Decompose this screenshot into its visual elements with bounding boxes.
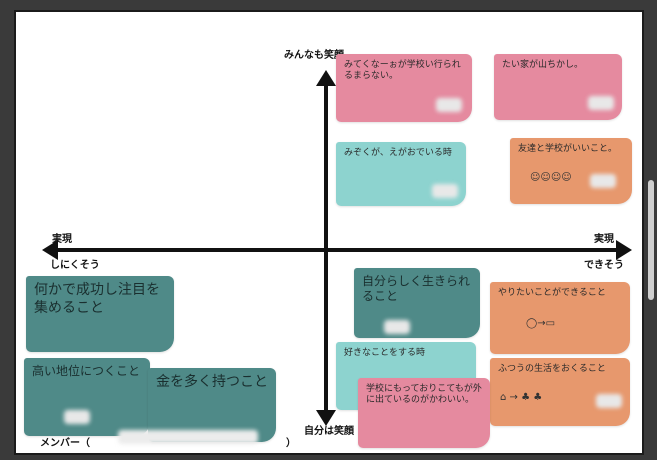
sticky-note-text: 学校にもっておりこてもが外に出ているのがかわいい。 xyxy=(366,384,482,406)
redacted-mark xyxy=(64,410,90,424)
redacted-mark xyxy=(590,174,616,188)
sticky-note: ふつうの生活をおくること ⌂ → ♣ ♣ xyxy=(490,358,630,426)
axis-label-left-line2: しにくそう xyxy=(50,260,100,271)
redacted-mark xyxy=(436,98,462,112)
arrow-up-icon xyxy=(316,70,336,86)
sticky-note: たい家が山ちかし。 xyxy=(494,54,622,120)
sticky-note-text: みぞくが、えがおでいる時 xyxy=(344,148,452,158)
doodle-icon: ⌂ → ♣ ♣ xyxy=(500,392,543,403)
sticky-note-text: 金を多く持つこと xyxy=(156,374,268,390)
sticky-note-text: ふつうの生活をおくること xyxy=(498,364,606,374)
sticky-note: 友達と学校がいいこと。 ☺☺☺☺ xyxy=(510,138,632,204)
scrollbar-thumb[interactable] xyxy=(648,180,654,300)
sticky-note: 金を多く持つこと xyxy=(148,368,276,442)
sticky-note-text: 友達と学校がいいこと。 xyxy=(518,144,618,154)
sticky-note-text: 高い地位につくこと xyxy=(32,364,141,378)
axis-label-right-line2: できそう xyxy=(584,260,624,271)
redacted-mark xyxy=(596,394,622,408)
arrow-right-icon xyxy=(616,240,632,260)
worksheet: みんなも笑顔 自分は笑顔 実現 しにくそう 実現 できそう みてくなーぉが学校い… xyxy=(14,10,644,455)
sticky-note-text: 好きなことをする時 xyxy=(344,348,426,358)
redacted-mark xyxy=(432,184,458,198)
sticky-note: 自分らしく生きられること xyxy=(354,268,480,338)
axis-label-top: みんなも笑顔 xyxy=(284,50,344,61)
redacted-mark xyxy=(588,96,614,110)
people-doodle-icon: ☺☺☺☺ xyxy=(530,172,572,183)
sticky-note: 何かで成功し注目を集めること xyxy=(26,276,174,352)
arrow-left-icon xyxy=(42,240,58,260)
sticky-note: やりたいことができること ◯→▭ xyxy=(490,282,630,354)
sticky-note-text: みてくなーぉが学校い行られるまらない。 xyxy=(344,60,461,82)
sticky-note: 高い地位につくこと xyxy=(24,358,150,436)
sticky-note-text: やりたいことができること xyxy=(498,288,606,298)
sticky-note: 学校にもっておりこてもが外に出ているのがかわいい。 xyxy=(358,378,490,448)
sticky-note: みてくなーぉが学校い行られるまらない。 xyxy=(336,54,472,122)
sticky-note-text: 何かで成功し注目を集めること xyxy=(34,282,160,316)
member-close-paren: ） xyxy=(286,438,296,449)
redacted-mark xyxy=(384,320,410,334)
member-label: メンバー（ xyxy=(40,438,90,449)
axis-label-left-line1: 実現 xyxy=(52,234,72,245)
redacted-mark xyxy=(118,430,258,444)
doodle-icon: ◯→▭ xyxy=(526,318,556,329)
sticky-note: みぞくが、えがおでいる時 xyxy=(336,142,466,206)
axis-label-bottom: 自分は笑顔 xyxy=(304,426,354,437)
axis-label-right-line1: 実現 xyxy=(594,234,614,245)
sticky-note-text: 自分らしく生きられること xyxy=(362,274,471,303)
arrow-down-icon xyxy=(316,410,336,426)
horizontal-axis xyxy=(54,248,622,252)
sticky-note-text: たい家が山ちかし。 xyxy=(502,60,584,70)
